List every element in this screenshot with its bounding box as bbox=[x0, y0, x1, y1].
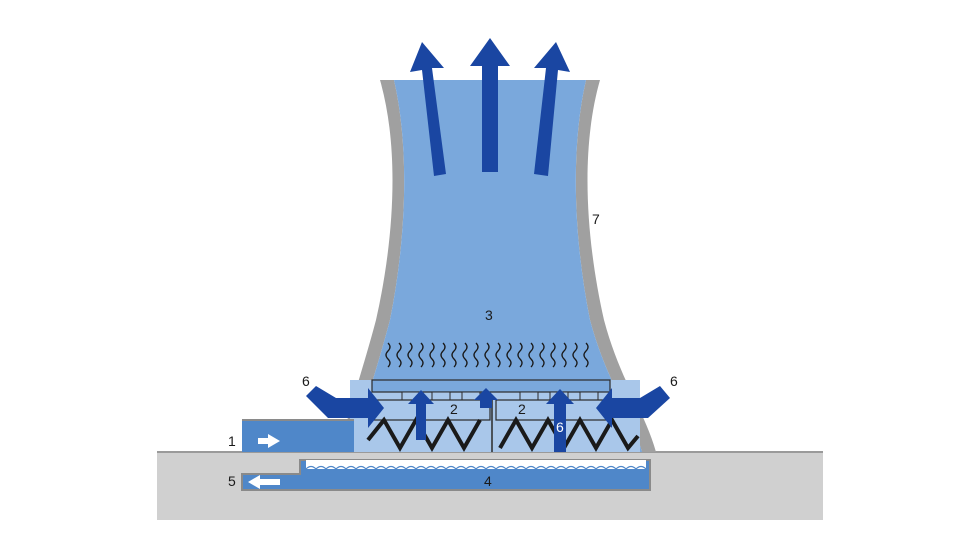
label-inlet: 1 bbox=[228, 433, 236, 449]
exhaust-arrow-left-icon bbox=[410, 42, 446, 176]
label-interior: 3 bbox=[485, 307, 493, 323]
tower-interior-air bbox=[354, 80, 642, 452]
updraft-arrows bbox=[408, 388, 574, 452]
label-air-center: 6 bbox=[556, 419, 564, 435]
basin-surface bbox=[306, 460, 646, 469]
updraft-arrow-icon bbox=[408, 390, 434, 440]
inlet-flow-arrow-icon-body bbox=[258, 438, 268, 444]
inlet-flow-arrow-icon bbox=[258, 434, 280, 448]
label-fill-left: 2 bbox=[450, 401, 458, 417]
label-basin: 4 bbox=[484, 473, 492, 489]
air-intake-arrow-right-icon bbox=[596, 386, 670, 428]
label-shell: 7 bbox=[592, 211, 600, 227]
tower-shell bbox=[340, 80, 656, 452]
vapour-squiggles bbox=[385, 342, 589, 368]
exhaust-arrow-center-icon bbox=[470, 38, 510, 172]
exhaust-arrow-right-icon bbox=[534, 42, 570, 176]
basin-ripples bbox=[305, 465, 647, 470]
updraft-arrow-icon bbox=[546, 389, 574, 452]
distribution-trough bbox=[371, 379, 611, 393]
packing-zigzag-right bbox=[498, 415, 640, 453]
label-air-left: 6 bbox=[302, 373, 310, 389]
label-fill-right: 2 bbox=[518, 401, 526, 417]
air-intake-arrow-left-icon bbox=[306, 386, 384, 428]
outlet-flow-arrow-icon bbox=[248, 475, 280, 489]
label-outlet: 5 bbox=[228, 473, 236, 489]
updraft-arrow-icon bbox=[474, 388, 498, 408]
label-air-right: 6 bbox=[670, 373, 678, 389]
inlet-pipe bbox=[242, 420, 354, 452]
